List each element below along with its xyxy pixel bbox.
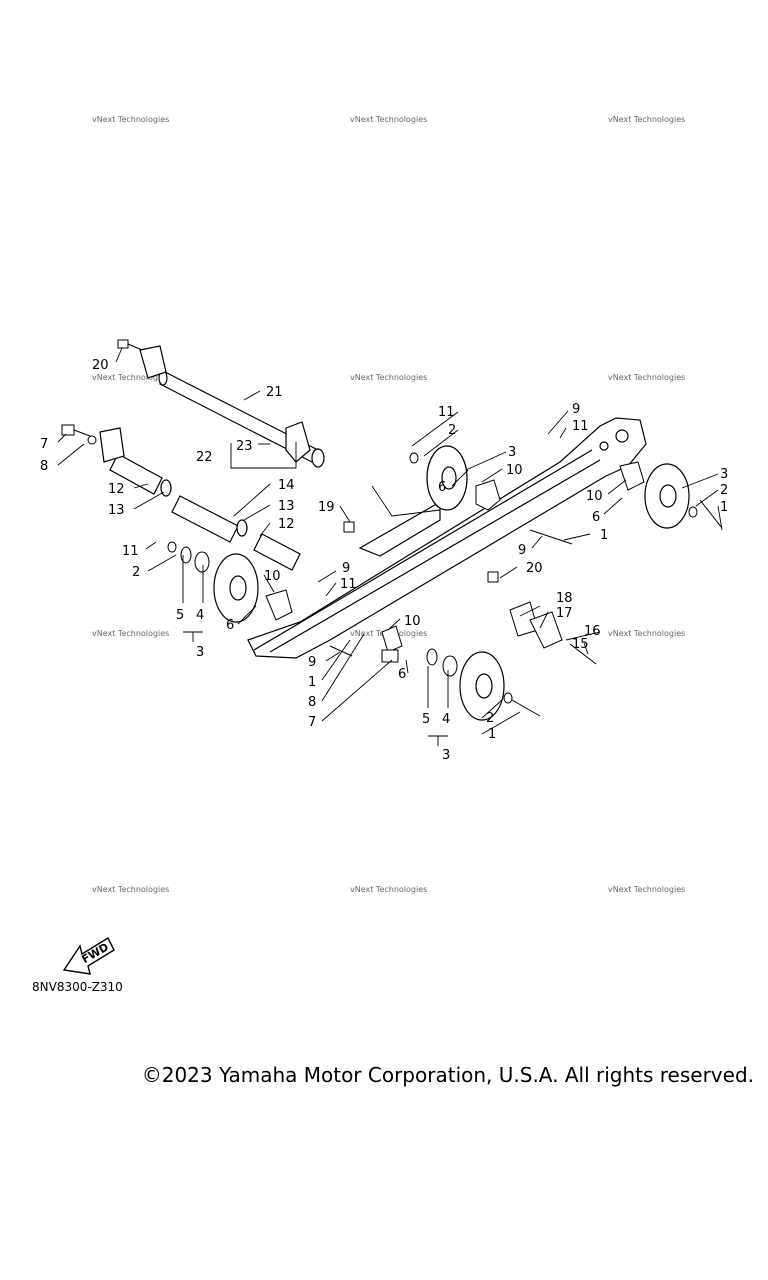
bolt-icon	[117, 339, 143, 351]
callout-3d: 3	[720, 467, 728, 482]
callout-7b: 7	[308, 715, 316, 730]
callout-2: 2	[132, 565, 140, 580]
callout-1b: 1	[488, 727, 496, 742]
callout-9: 9	[342, 561, 350, 576]
callout-5: 5	[176, 608, 184, 623]
callout-3: 3	[196, 645, 204, 660]
callout-9c: 9	[572, 402, 580, 417]
watermark: vNext Technologies	[92, 885, 169, 894]
callout-6d: 6	[592, 510, 600, 525]
slide-rail-frame	[247, 417, 647, 659]
callout-6c: 6	[438, 480, 446, 495]
callout-6: 6	[226, 618, 234, 633]
callout-14: 14	[278, 478, 295, 493]
bolt-icon	[61, 424, 97, 445]
callout-10d: 10	[586, 489, 603, 504]
watermark: vNext Technologies	[608, 373, 685, 382]
callout-15: 15	[572, 637, 589, 652]
callout-3b: 3	[442, 748, 450, 763]
bumper-icon	[509, 601, 563, 649]
callout-1: 1	[308, 675, 316, 690]
callout-2c: 2	[448, 423, 456, 438]
callout-7: 7	[40, 437, 48, 452]
callout-22: 22	[196, 450, 213, 465]
watermark: vNext Technologies	[608, 885, 685, 894]
watermark: vNext Technologies	[608, 629, 685, 638]
callout-8b: 8	[308, 695, 316, 710]
callout-11d: 11	[572, 419, 589, 434]
watermark: vNext Technologies	[92, 115, 169, 124]
callout-23: 23	[236, 439, 253, 454]
watermark: vNext Technologies	[350, 373, 427, 382]
callout-1d: 1	[720, 500, 728, 515]
callout-11b: 11	[340, 577, 357, 592]
diagram-code: 8NV8300-Z310	[32, 980, 123, 994]
callout-12b: 12	[278, 517, 295, 532]
callout-9b: 9	[308, 655, 316, 670]
callout-12: 12	[108, 482, 125, 497]
callout-1e: 1	[600, 528, 608, 543]
callout-17: 17	[556, 606, 573, 621]
callout-10b: 10	[404, 614, 421, 629]
watermark: vNext Technologies	[350, 885, 427, 894]
watermark: vNext Technologies	[608, 115, 685, 124]
bearing-icon	[167, 452, 698, 704]
callout-6b: 6	[398, 667, 406, 682]
bracket-icon	[265, 461, 645, 653]
callout-labels: 20 21 7 8 23 22 12 13 14 13 12 19 11 2 5…	[40, 358, 728, 763]
watermark: vNext Technologies	[92, 373, 169, 382]
callout-20: 20	[92, 358, 109, 373]
fwd-arrow-icon: FWD	[62, 937, 115, 975]
callout-20b: 20	[526, 561, 543, 576]
idler-wheel-icon	[213, 553, 259, 623]
callout-5b: 5	[422, 712, 430, 727]
bolt-icon	[329, 499, 723, 717]
callout-2d: 2	[720, 483, 728, 498]
callout-10: 10	[264, 569, 281, 584]
watermark: vNext Technologies	[350, 115, 427, 124]
callout-4b: 4	[442, 712, 450, 727]
idler-wheel-icon	[644, 463, 690, 529]
callout-19: 19	[318, 500, 335, 515]
upper-shaft	[139, 345, 325, 468]
callout-4: 4	[196, 608, 204, 623]
callout-16: 16	[584, 624, 601, 639]
callout-21: 21	[266, 385, 283, 400]
callout-10c: 10	[506, 463, 523, 478]
leader-lines	[57, 347, 723, 746]
callout-11c: 11	[438, 405, 455, 420]
idler-wheel-icon	[426, 445, 468, 511]
callout-13: 13	[108, 503, 125, 518]
callout-9d: 9	[518, 543, 526, 558]
callout-8: 8	[40, 459, 48, 474]
callout-11: 11	[122, 544, 139, 559]
callout-13b: 13	[278, 499, 295, 514]
callout-18: 18	[556, 591, 573, 606]
callout-2b: 2	[486, 711, 494, 726]
lower-shaft	[99, 427, 301, 571]
watermark: vNext Technologies	[92, 629, 169, 638]
copyright-notice: ©2023 Yamaha Motor Corporation, U.S.A. A…	[141, 1063, 754, 1087]
idler-wheel-icon	[459, 651, 505, 721]
callout-3c: 3	[508, 445, 516, 460]
